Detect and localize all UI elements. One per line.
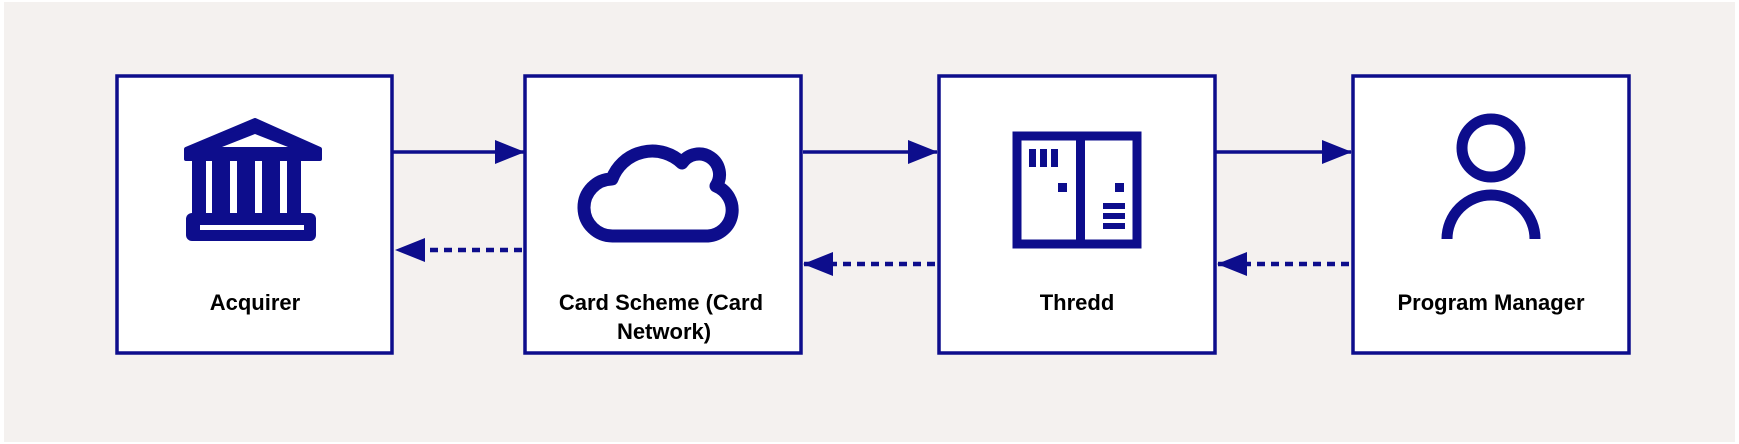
label-line: Program Manager bbox=[1397, 290, 1584, 315]
label-line: Acquirer bbox=[210, 290, 301, 315]
bank-icon bbox=[184, 118, 322, 241]
label-line: Card Scheme (Card bbox=[559, 290, 763, 315]
node-label: Card Scheme (Card Network) bbox=[559, 290, 769, 344]
node-label: Thredd bbox=[1040, 290, 1115, 315]
cloud-icon bbox=[577, 144, 739, 243]
label-line: Network) bbox=[617, 319, 711, 344]
node-acquirer: Acquirer bbox=[115, 74, 394, 355]
node-box bbox=[523, 74, 803, 355]
node-program-manager: Program Manager bbox=[1351, 74, 1631, 355]
node-label: Acquirer bbox=[210, 290, 301, 315]
server-rack-icon bbox=[1012, 131, 1142, 249]
node-thredd: Thredd bbox=[937, 74, 1217, 355]
label-line: Thredd bbox=[1040, 290, 1115, 315]
node-label: Program Manager bbox=[1397, 290, 1584, 315]
user-icon bbox=[1441, 113, 1541, 240]
node-card-scheme: Card Scheme (Card Network) bbox=[523, 74, 803, 355]
connectors bbox=[393, 140, 1352, 276]
